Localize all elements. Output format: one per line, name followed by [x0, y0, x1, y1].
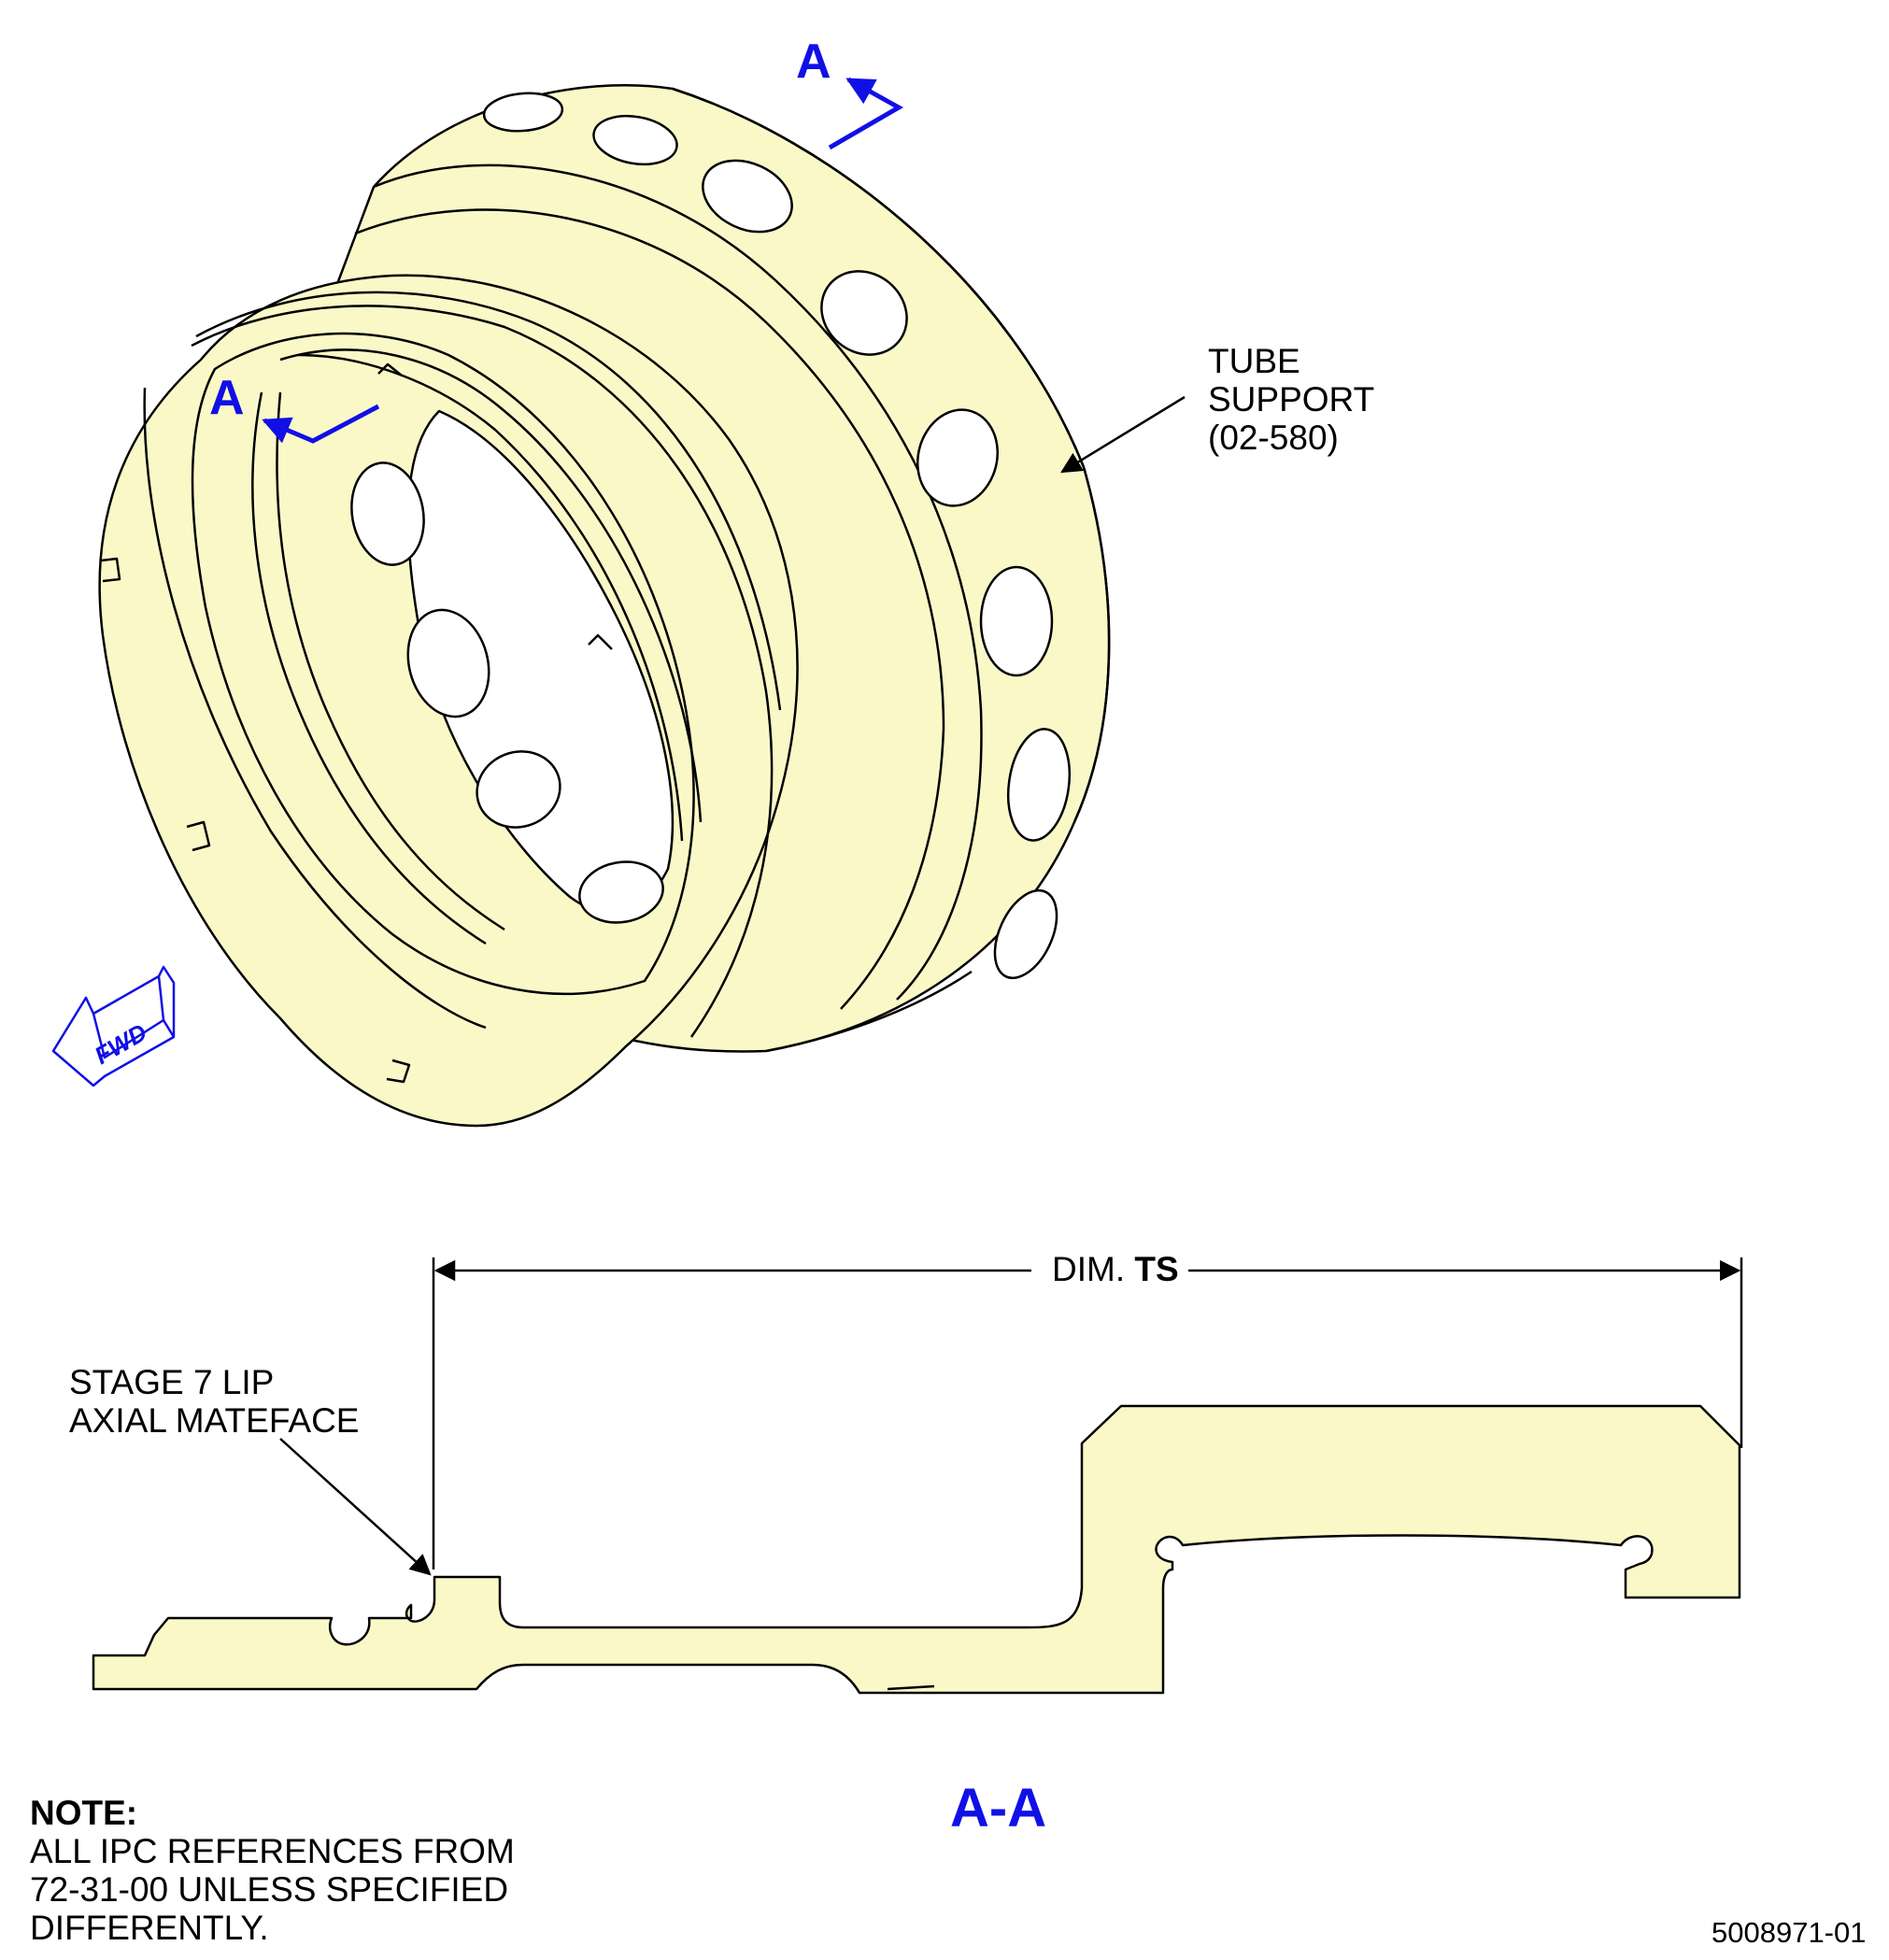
note-line2: 72-31-00 UNLESS SPECIFIED — [30, 1870, 509, 1909]
fwd-arrow — [51, 965, 176, 1087]
rim-hole — [482, 92, 564, 133]
rim-holes — [350, 92, 1072, 980]
rim-hole — [1006, 728, 1072, 842]
part-leader — [1060, 395, 1186, 474]
section-title: A-A — [950, 1778, 1047, 1839]
rim-hole — [979, 565, 1054, 677]
section-marker-left: A — [209, 371, 245, 425]
rim-hole — [993, 888, 1058, 980]
section-cut-top — [828, 77, 904, 150]
tube-support-isometric — [98, 84, 1111, 1128]
rim-hole — [916, 408, 999, 507]
inner-hole — [578, 860, 664, 924]
note-heading: NOTE: — [30, 1794, 138, 1832]
inner-hole — [476, 750, 561, 829]
mateface-callout-line2: AXIAL MATEFACE — [69, 1401, 360, 1440]
part-callout-line3: (02-580) — [1208, 419, 1339, 457]
rim-hole — [592, 114, 678, 166]
inner-hole — [406, 608, 490, 718]
dimension-code: TS — [1134, 1250, 1179, 1288]
rim-hole — [820, 270, 908, 356]
mateface-leader — [279, 1438, 432, 1576]
mateface-callout-line1: STAGE 7 LIP — [69, 1363, 275, 1401]
part-callout-line1: TUBE — [1208, 342, 1300, 380]
section-marker-top: A — [796, 35, 831, 89]
inner-hole — [350, 462, 425, 566]
section-profile — [92, 1404, 1741, 1695]
rim-hole — [702, 159, 793, 234]
note-line3: DIFFERENTLY. — [30, 1909, 269, 1947]
dimension-ts — [432, 1257, 1743, 1569]
dimension-prefix: DIM. — [1052, 1250, 1126, 1288]
dimension-label: DIM. TS — [1052, 1250, 1179, 1288]
figure-number: 5008971-01 — [1711, 1916, 1867, 1949]
part-callout-line2: SUPPORT — [1208, 380, 1375, 419]
section-cut-left — [262, 404, 380, 444]
section-cut-marks — [262, 77, 904, 444]
note-line1: ALL IPC REFERENCES FROM — [30, 1832, 515, 1870]
section-profile-shape — [92, 1404, 1741, 1695]
